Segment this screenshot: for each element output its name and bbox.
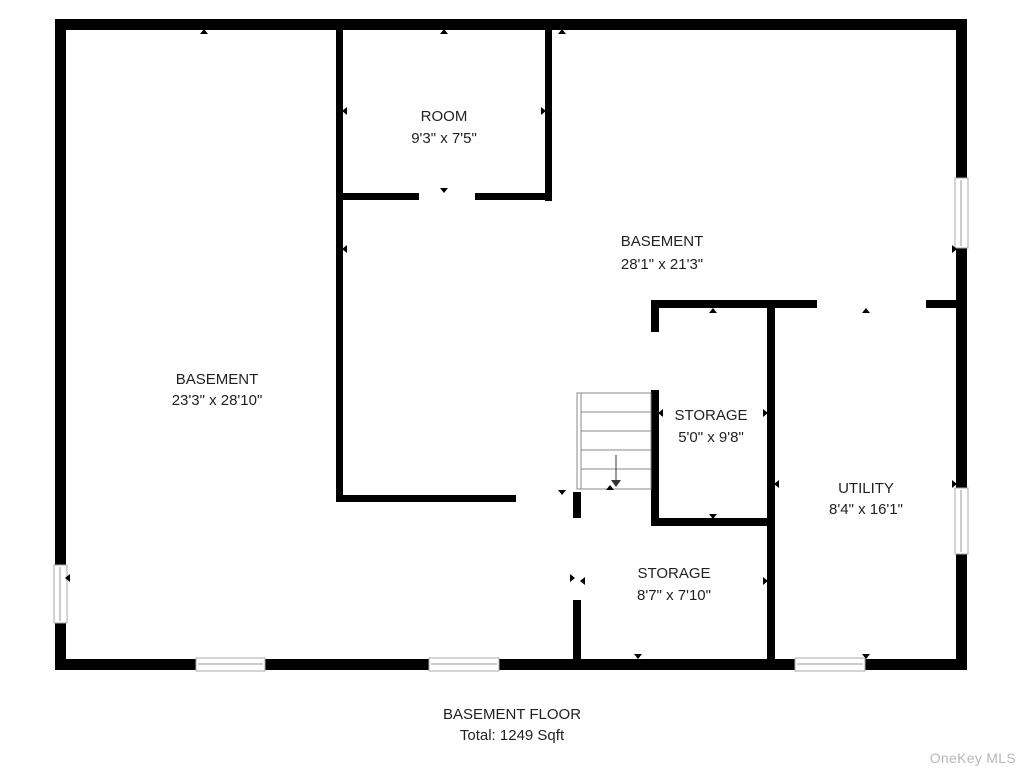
storage-door-opening [516, 494, 573, 503]
room-door-opening [419, 192, 475, 201]
room-name: ROOM [421, 108, 468, 125]
utility-door-opening [817, 299, 926, 309]
room-wall-right [545, 30, 552, 201]
exterior-wall-left [55, 19, 66, 670]
basement-partition-vertical [336, 193, 343, 502]
storage-bottom-wall [651, 518, 774, 526]
storage-top-wall [651, 300, 967, 308]
storage-upper-name: STORAGE [674, 407, 747, 424]
storage-left-wall-lower [651, 390, 659, 525]
storage-upper-dimensions: 5'0" x 9'8" [678, 429, 744, 446]
exterior-wall-right [956, 19, 967, 670]
exterior-wall-top [55, 19, 967, 30]
utility-wall [767, 300, 775, 670]
openings [53, 177, 969, 672]
storage-lower-dimensions: 8'7" x 7'10" [637, 587, 711, 604]
basement-west-dimensions: 23'3" x 28'10" [172, 392, 263, 409]
utility-dimensions: 8'4" x 16'1" [829, 501, 903, 518]
floor-title: BASEMENT FLOOR [442, 706, 582, 723]
walls [55, 19, 967, 670]
exterior-wall-bottom [55, 659, 967, 670]
dimension-markers [65, 29, 957, 659]
basement-east-name: BASEMENT [621, 233, 704, 250]
basement-partition-horizontal [336, 495, 581, 502]
basement-west-name: BASEMENT [176, 371, 259, 388]
room-labels: ROOM 9'3" x 7'5" BASEMENT 28'1" x 21'3" … [172, 108, 903, 604]
watermark: OneKey MLS [929, 750, 1016, 766]
storage-lower-name: STORAGE [637, 565, 710, 582]
room-wall-left [336, 30, 343, 201]
basement-east-dimensions: 28'1" x 21'3" [621, 256, 703, 273]
stair-opening [572, 518, 582, 600]
room-dimensions: 9'3" x 7'5" [411, 130, 477, 147]
utility-name: UTILITY [838, 480, 894, 497]
staircase [576, 392, 652, 490]
storage-left-wall-upper [651, 300, 659, 332]
window-panes [59, 180, 962, 665]
floor-total: Total: 1249 Sqft [459, 727, 565, 744]
